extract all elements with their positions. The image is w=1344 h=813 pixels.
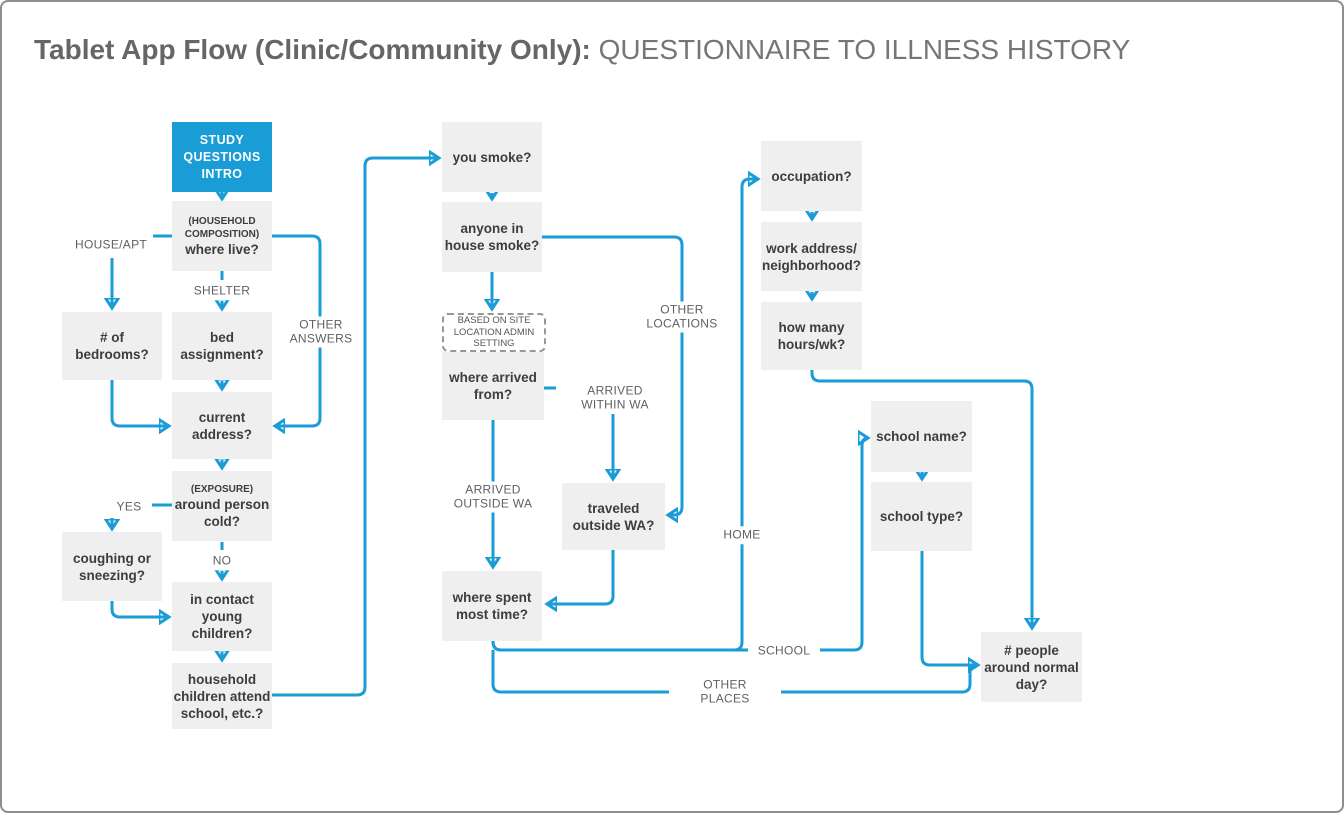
node-label: household children attend school, etc.?	[173, 671, 271, 721]
edge-label-other-locations: OTHER LOCATIONS	[640, 301, 724, 333]
node-coughing-sneezing: coughing or sneezing?	[62, 532, 162, 601]
edge-label-house-apt: HOUSE/APT	[68, 236, 154, 254]
node-num-people-around: # people around normal day?	[981, 632, 1082, 702]
edge-label-other-places: OTHER PLACES	[669, 676, 781, 708]
node-sublabel: (EXPOSURE)	[190, 483, 254, 495]
title-bold-segment: Tablet App Flow (Clinic/Community Only):	[34, 34, 599, 65]
node-you-smoke: you smoke?	[442, 122, 542, 192]
node-label: occupation?	[771, 168, 852, 184]
node-label: current address?	[191, 409, 253, 442]
node-label: school name?	[876, 429, 967, 444]
node-label: STUDY QUESTIONS INTRO	[183, 132, 261, 181]
edge-coughing-to-contact	[110, 601, 169, 617]
node-label: BASED ON SITE LOCATION ADMIN SETTING	[453, 315, 535, 350]
node-anyone-house-smoke: anyone in house smoke?	[442, 202, 542, 272]
edge-schooltype-to-numpeople	[920, 551, 978, 665]
node-label: how many hours/wk?	[777, 320, 846, 352]
edge-label-yes: YES	[110, 498, 148, 516]
node-hours-per-week: how many hours/wk?	[761, 302, 862, 370]
edge-label-arrived-within-wa: ARRIVED WITHIN WA	[575, 382, 655, 414]
node-work-address-neighborhood: work address/ neighborhood?	[761, 222, 862, 291]
edge-label-arrived-outside-wa: ARRIVED OUTSIDE WA	[445, 481, 541, 513]
node-label: work address/ neighborhood?	[762, 240, 861, 273]
node-label: # of bedrooms?	[75, 330, 149, 362]
edge-traveled-to-wherespent	[547, 550, 615, 604]
node-contact-young-children: in contact young children?	[172, 582, 272, 651]
edge-label-school: SCHOOL	[748, 642, 820, 660]
node-where-arrived-from: where arrived from?	[442, 352, 544, 420]
node-sublabel: (HOUSEHOLD COMPOSITION)	[184, 215, 260, 240]
edge-anyonesmoke-otherlocations-traveled	[542, 235, 684, 515]
node-bed-assignment: bed assignment?	[172, 312, 272, 380]
node-label: in contact young children?	[190, 592, 254, 641]
edge-wherespent-school-schoolname	[491, 438, 868, 652]
node-site-location-admin-note: BASED ON SITE LOCATION ADMIN SETTING	[442, 313, 546, 352]
node-traveled-outside-wa: traveled outside WA?	[562, 483, 665, 550]
node-school-type: school type?	[871, 482, 972, 551]
node-current-address: current address?	[172, 392, 272, 459]
edge-label-shelter: SHELTER	[187, 282, 257, 300]
node-label: where spent most time?	[452, 590, 532, 622]
node-occupation: occupation?	[761, 141, 862, 211]
edge-label-home: HOME	[717, 526, 767, 544]
node-study-questions-intro: STUDY QUESTIONS INTRO	[172, 122, 272, 192]
node-label: coughing or sneezing?	[73, 550, 151, 583]
node-label: bed assignment?	[180, 330, 264, 362]
node-school-name: school name?	[871, 401, 972, 472]
node-label: around person cold?	[174, 496, 270, 529]
node-label: school type?	[879, 509, 964, 524]
node-label: you smoke?	[452, 149, 532, 165]
node-around-person-cold: (EXPOSURE) around person cold?	[172, 471, 272, 541]
node-where-live: (HOUSEHOLD COMPOSITION) where live?	[172, 201, 272, 271]
node-label: anyone in house smoke?	[444, 221, 540, 253]
node-label: # people around normal day?	[984, 642, 1079, 692]
edge-bedrooms-to-currentaddress	[110, 380, 169, 426]
node-label: traveled outside WA?	[572, 500, 655, 533]
node-where-spent-most-time: where spent most time?	[442, 571, 542, 641]
edge-household-to-yousmoke	[272, 158, 439, 697]
title-light-segment: QUESTIONNAIRE TO ILLNESS HISTORY	[598, 34, 1131, 65]
node-num-bedrooms: # of bedrooms?	[62, 312, 162, 380]
page-title: Tablet App Flow (Clinic/Community Only):…	[34, 35, 1130, 65]
edge-label-other-answers: OTHER ANSWERS	[283, 316, 359, 348]
node-label: where arrived from?	[449, 370, 537, 402]
edge-hourswk-to-numpeople	[810, 370, 1032, 628]
node-household-children-school: household children attend school, etc.?	[172, 663, 272, 729]
edge-label-no: NO	[206, 552, 238, 570]
node-label: where live?	[185, 241, 259, 257]
